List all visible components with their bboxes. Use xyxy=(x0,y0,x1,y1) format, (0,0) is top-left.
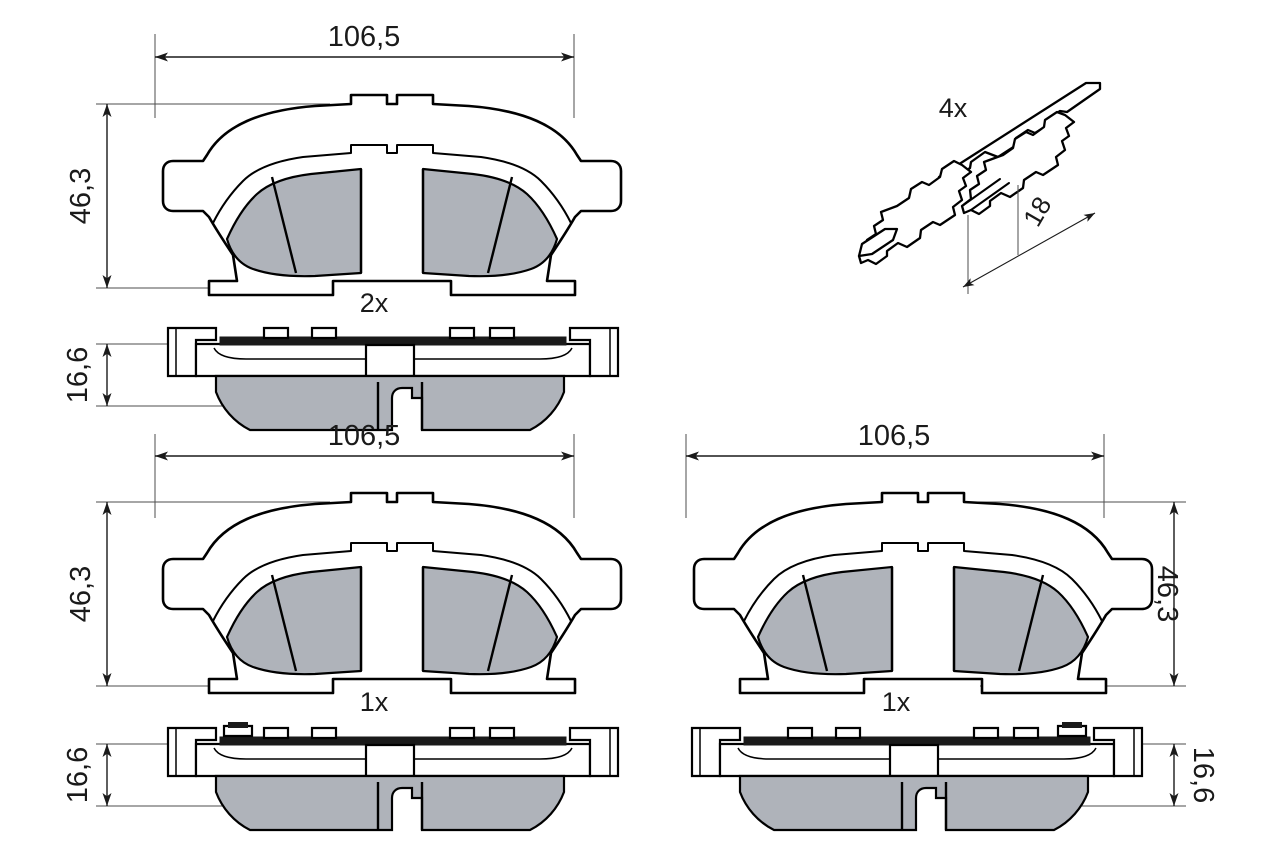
dimension-label-width: 106,5 xyxy=(328,420,401,452)
view-bottom-left-pad: 106,5 46,3 1x xyxy=(65,420,623,717)
clip-rear-body xyxy=(960,110,1076,216)
view-bottom-right-section: 16,6 xyxy=(690,722,1219,832)
quantity-label-4x: 4x xyxy=(939,93,968,123)
dimension-label-thickness: 16,6 xyxy=(62,747,94,803)
brake-pad-section-view xyxy=(166,722,620,832)
brake-pad-front-view xyxy=(161,491,623,695)
dimension-label-thickness: 16,6 xyxy=(62,347,94,403)
dimension-label-clip-18: 18 xyxy=(1017,191,1057,231)
wear-sensor-detail xyxy=(222,722,254,738)
dimension-label-width: 106,5 xyxy=(858,420,931,452)
dimension-label-height: 46,3 xyxy=(65,168,97,224)
brake-pad-section-view xyxy=(166,326,620,432)
brake-pad-front-view xyxy=(161,93,623,297)
brake-pad-section-view xyxy=(690,722,1144,832)
clip-edge xyxy=(961,178,1001,207)
quantity-label-1x: 1x xyxy=(882,687,911,717)
dimension-label-width: 106,5 xyxy=(328,21,401,53)
quantity-label-1x: 1x xyxy=(360,687,389,717)
view-bottom-right-pad: 106,5 46,3 1x xyxy=(685,420,1186,717)
dimension-label-height: 46,3 xyxy=(1151,566,1183,622)
quantity-label-2x: 2x xyxy=(360,288,389,318)
view-top-left-pad: 106,5 46,3 2x xyxy=(65,21,623,318)
clip-upper-blade xyxy=(937,81,1102,184)
wear-sensor-detail xyxy=(1056,722,1088,738)
dimension-label-thickness: 16,6 xyxy=(1187,747,1219,803)
view-top-left-section: 16,6 xyxy=(62,326,620,432)
brake-pad-front-view xyxy=(692,491,1154,695)
clip-tail xyxy=(857,227,899,258)
clip-edge xyxy=(970,182,1010,211)
dimension-label-height: 46,3 xyxy=(65,566,97,622)
view-bottom-left-section: 16,6 xyxy=(62,722,620,832)
dimension-line-clip-18 xyxy=(962,212,1096,288)
view-clip-detail: 4x 18 xyxy=(857,81,1102,294)
